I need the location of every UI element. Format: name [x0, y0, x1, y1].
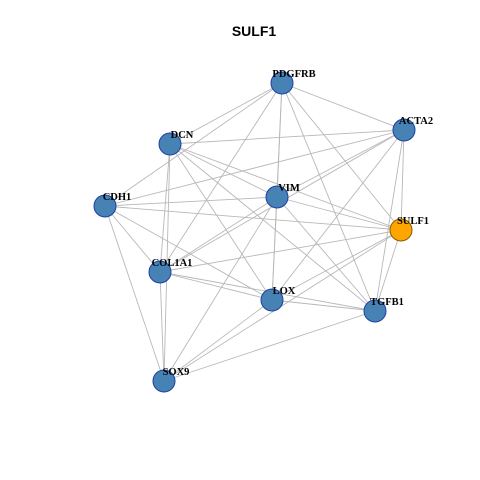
edge-vim-sulf1 [276, 196, 402, 231]
node-sox9: SOX9 [152, 367, 190, 393]
node-circle-sox9 [152, 369, 176, 393]
node-circle-sulf1 [389, 218, 413, 242]
node-circle-lox [260, 288, 284, 312]
node-label-lox: LOX [273, 286, 296, 297]
node-circle-cdh1 [93, 194, 117, 218]
node-label-vim: VIM [278, 183, 300, 194]
edge-cdh1-vim [104, 196, 278, 207]
edge-acta2-tgfb1 [374, 129, 405, 312]
edge-col1a1-sox9 [159, 271, 165, 382]
edge-sulf1-col1a1 [159, 229, 402, 273]
node-label-pdgfrb: PDGFRB [272, 69, 315, 80]
node-lox: LOX [260, 286, 296, 312]
edge-pdgfrb-cdh1 [104, 82, 283, 207]
edge-vim-tgfb1 [276, 196, 376, 312]
edge-lox-sox9 [163, 299, 273, 382]
node-acta2: ACTA2 [392, 116, 433, 142]
edge-dcn-vim [169, 143, 278, 198]
edge-vim-col1a1 [159, 196, 278, 273]
node-circle-pdgfrb [270, 71, 294, 95]
edge-pdgfrb-acta2 [281, 82, 405, 131]
edge-pdgfrb-dcn [169, 82, 283, 145]
edge-acta2-lox [271, 129, 405, 301]
edge-vim-lox [271, 196, 278, 301]
node-dcn: DCN [158, 130, 194, 156]
edge-col1a1-lox [159, 271, 273, 301]
edge-cdh1-col1a1 [104, 205, 161, 273]
edge-vim-sox9 [163, 196, 278, 382]
edge-dcn-col1a1 [159, 143, 171, 273]
edge-tgfb1-sox9 [163, 310, 376, 382]
edge-dcn-sulf1 [169, 143, 402, 231]
edge-dcn-lox [169, 143, 273, 301]
edge-acta2-cdh1 [104, 129, 405, 207]
edge-acta2-vim [276, 129, 405, 198]
node-label-cdh1: CDH1 [103, 192, 132, 203]
node-label-sulf1: SULF1 [397, 216, 429, 227]
edge-pdgfrb-tgfb1 [281, 82, 376, 312]
edge-sulf1-tgfb1 [374, 229, 402, 312]
edge-cdh1-sulf1 [104, 205, 402, 231]
edge-sulf1-lox [271, 229, 402, 301]
edge-lox-tgfb1 [271, 299, 376, 312]
node-cdh1: CDH1 [93, 192, 132, 218]
node-label-tgfb1: TGFB1 [370, 297, 404, 308]
edge-dcn-tgfb1 [169, 143, 376, 312]
node-circle-tgfb1 [363, 299, 387, 323]
node-tgfb1: TGFB1 [363, 297, 404, 323]
edge-cdh1-sox9 [104, 205, 165, 382]
edge-cdh1-lox [104, 205, 273, 301]
node-circle-dcn [158, 132, 182, 156]
edge-sulf1-sox9 [163, 229, 402, 382]
node-label-col1a1: COL1A1 [152, 258, 193, 269]
node-vim: VIM [265, 183, 300, 209]
node-circle-col1a1 [148, 260, 172, 284]
node-label-acta2: ACTA2 [399, 116, 433, 127]
edge-acta2-dcn [169, 129, 405, 145]
node-sulf1: SULF1 [389, 216, 429, 242]
plot-title: SULF1 [232, 23, 277, 39]
edge-pdgfrb-sulf1 [281, 82, 402, 231]
edge-acta2-sulf1 [400, 129, 405, 231]
edge-dcn-sox9 [163, 143, 171, 382]
node-circle-vim [265, 185, 289, 209]
node-pdgfrb: PDGFRB [270, 69, 316, 95]
node-label-sox9: SOX9 [163, 367, 190, 378]
node-label-dcn: DCN [171, 130, 194, 141]
edge-pdgfrb-col1a1 [159, 82, 283, 273]
node-circle-acta2 [392, 118, 416, 142]
node-col1a1: COL1A1 [148, 258, 193, 284]
edge-layer [104, 82, 405, 382]
